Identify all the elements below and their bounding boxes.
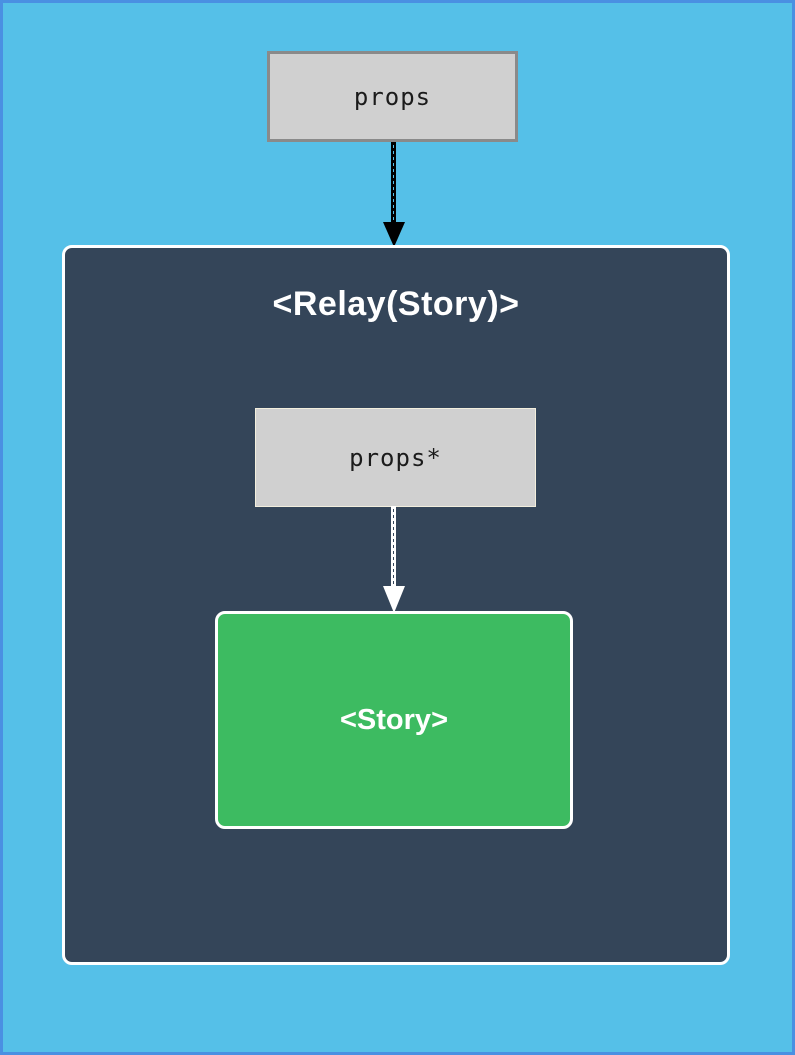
- inner-props-label: props*: [349, 443, 442, 472]
- relay-container: <Relay(Story)> props* <Story>: [62, 245, 730, 965]
- outer-props-box: props: [267, 51, 518, 142]
- inner-props-arrow-head-icon: [383, 586, 405, 613]
- inner-props-box: props*: [255, 408, 536, 507]
- outer-props-label: props: [353, 82, 432, 111]
- outer-props-arrow-head-icon: [383, 222, 405, 247]
- story-box: <Story>: [215, 611, 573, 829]
- inner-props-arrow-shaft: [391, 506, 396, 586]
- outer-props-arrow-shaft: [391, 142, 396, 222]
- relay-container-title: <Relay(Story)>: [272, 285, 520, 323]
- story-label: <Story>: [340, 703, 448, 736]
